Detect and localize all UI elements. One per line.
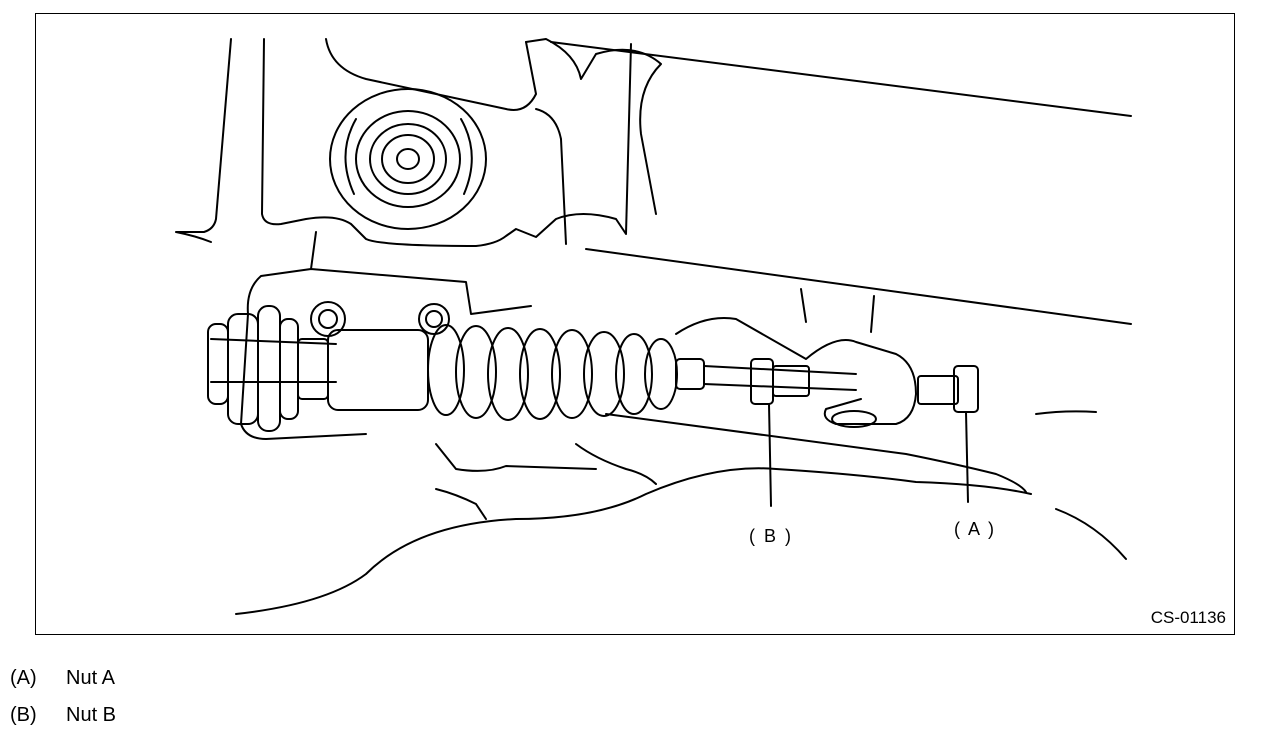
bellows-boot	[427, 324, 705, 421]
housing-side	[535, 108, 567, 245]
ground-line-4	[575, 443, 657, 485]
bracket-hole-right	[418, 303, 450, 335]
flange-4	[279, 318, 299, 420]
steering-housing-top	[325, 38, 537, 111]
bracket-hole-left-inner	[318, 309, 338, 329]
tie-rod-end	[675, 317, 917, 425]
figure-frame: ( B ) ( A ) CS-01136	[35, 13, 1235, 635]
pinion-disk	[329, 88, 487, 230]
ground-line-6	[1035, 410, 1097, 415]
frame-outline	[175, 38, 232, 243]
rack-end-left	[210, 338, 337, 383]
legend-code-a: (A)	[10, 667, 37, 689]
nut-b-sleeve	[772, 365, 810, 397]
legend-label-a: Nut A	[66, 667, 115, 689]
ground-line-7	[1055, 508, 1127, 560]
leader-line-b	[768, 403, 772, 507]
nut-b-shape	[750, 358, 774, 405]
steering-box-outline	[261, 38, 632, 247]
leader-line-a	[965, 411, 969, 503]
tube-lower-line	[585, 248, 1132, 325]
tie-rod-end-eye	[831, 410, 877, 428]
ground-line-3	[435, 488, 487, 520]
nut-a-stud	[917, 375, 959, 405]
ground-line-5	[605, 413, 1027, 493]
boot-collar	[327, 329, 429, 411]
flange-1	[207, 323, 229, 405]
legend-row-a: (A) Nut A	[10, 665, 115, 691]
tie-rod	[703, 365, 857, 391]
flange-3	[257, 305, 281, 432]
rack-shaft-section	[297, 338, 329, 400]
legend-row-b: (B) Nut B	[10, 702, 116, 728]
housing-cap	[525, 38, 662, 215]
steering-rack-illustration	[175, 38, 1132, 615]
ground-line-1	[235, 467, 1032, 615]
callout-b: ( B )	[749, 526, 793, 546]
legend-code-b: (B)	[10, 704, 37, 726]
callout-a: ( A )	[954, 519, 997, 539]
knuckle-arm	[800, 288, 875, 333]
figure-code: CS-01136	[1150, 608, 1226, 627]
ground-line-2	[435, 443, 597, 472]
tube-upper-line	[550, 41, 1132, 117]
bracket-hole-right-inner	[425, 310, 443, 328]
legend-label-b: Nut B	[66, 704, 117, 726]
